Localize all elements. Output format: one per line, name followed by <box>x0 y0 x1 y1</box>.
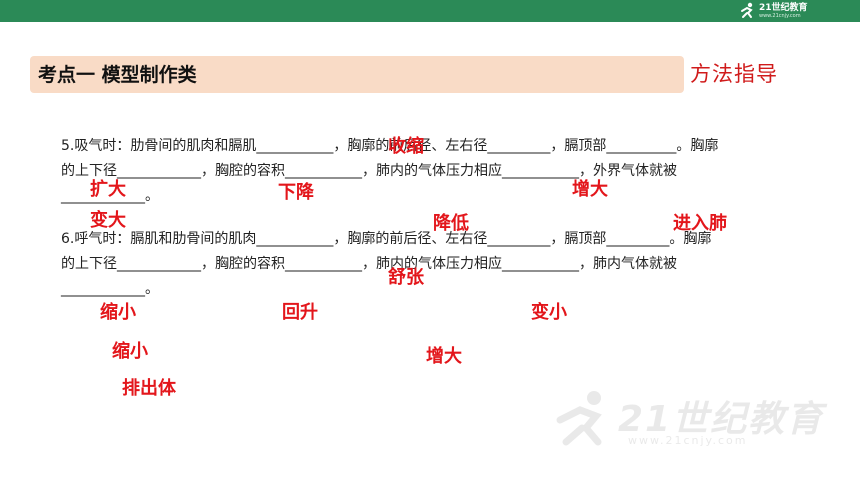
answer-contract: 收缩 <box>388 136 424 157</box>
answer-reduce: 缩小 <box>112 341 148 362</box>
question-6-line-1: 6.呼气时：膈肌和肋骨间的肌肉___________，胸廓的前后径、左右径___… <box>61 231 712 247</box>
question-5: 5.吸气时：肋骨间的肌肉和膈肌___________，胸廓的前后径、左右径___… <box>61 134 801 209</box>
answer-enlarge: 变大 <box>90 210 126 231</box>
answer-expand: 扩大 <box>90 179 126 200</box>
answer-increase-2: 增大 <box>426 346 462 367</box>
brand-logo: 21世纪教育 www.21cnjy.com <box>738 2 808 20</box>
answer-relax: 舒张 <box>388 267 424 288</box>
answer-increase: 增大 <box>572 179 608 200</box>
logo-url: www.21cnjy.com <box>759 12 801 19</box>
watermark-runner-icon <box>556 391 602 446</box>
question-6-line-2: 的上下径____________，胸腔的容积___________，肺内的气体压… <box>61 256 677 272</box>
answer-expel: 排出体 <box>122 378 176 399</box>
answer-shrink: 缩小 <box>100 302 136 323</box>
runner-logo-icon <box>741 2 753 18</box>
watermark: 21世纪教育 www.21cnjy.com <box>548 388 838 452</box>
question-5-line-3: ____________。 <box>61 188 159 204</box>
logo-text: 21世纪教育 <box>759 2 808 13</box>
answer-rise-back: 回升 <box>282 302 318 323</box>
watermark-text: 21世纪教育 <box>618 399 825 440</box>
question-6: 6.呼气时：膈肌和肋骨间的肌肉___________，胸廓的前后径、左右径___… <box>61 227 801 302</box>
answer-enter-lungs: 进入肺 <box>673 213 727 234</box>
question-5-line-1: 5.吸气时：肋骨间的肌肉和膈肌___________，胸廓的前后径、左右径___… <box>61 138 719 154</box>
method-guide-label: 方法指导 <box>690 62 778 86</box>
top-bar <box>0 0 860 22</box>
answer-become-smaller: 变小 <box>531 302 567 323</box>
watermark-url: www.21cnjy.com <box>628 434 748 447</box>
page-title: 考点一 模型制作类 <box>38 64 197 86</box>
question-6-line-3: ____________。 <box>61 281 159 297</box>
answer-descend: 下降 <box>278 182 314 203</box>
title-band <box>30 56 684 93</box>
answer-decrease: 降低 <box>433 213 469 234</box>
question-5-line-2: 的上下径____________，胸腔的容积___________，肺内的气体压… <box>61 163 677 179</box>
